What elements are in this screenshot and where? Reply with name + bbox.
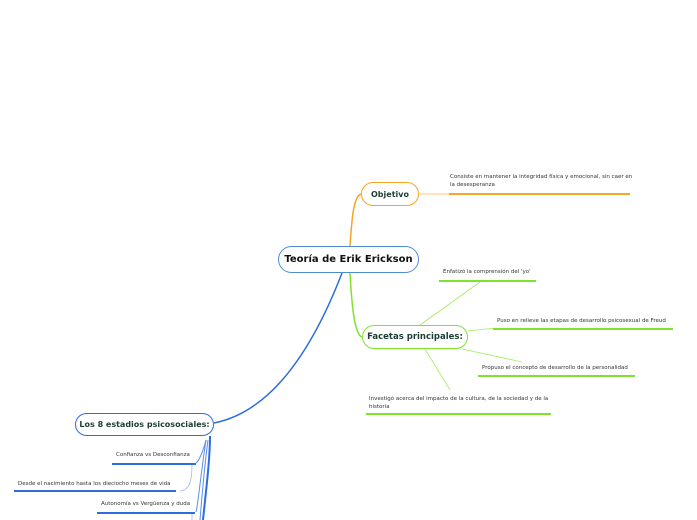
facetas-leaf-1-text: Enfatizó la comprensión del 'yo' (443, 269, 531, 275)
estadio-confianza-underline (112, 463, 196, 465)
facetas-leaf-1[interactable]: Enfatizó la comprensión del 'yo' (443, 269, 563, 277)
facetas-leaf-4[interactable]: Investigó acerca del impacto de la cultu… (369, 396, 554, 411)
estadio-autonomia[interactable]: Autonomía vs Vergüenza y duda (101, 501, 201, 509)
facetas-leaf-2[interactable]: Puso en relieve las etapas de desarrollo… (497, 318, 687, 326)
estadio-confianza[interactable]: Confianza vs Desconfianza (116, 452, 206, 460)
facetas-leaf-3[interactable]: Propuso el concepto de desarrollo de la … (482, 365, 662, 373)
estadio-confianza-detail[interactable]: Desde el nacimiento hasta los dieciocho … (18, 481, 198, 489)
topic-8-estadios[interactable]: Los 8 estadios psicosociales: (75, 413, 214, 436)
facetas-leaf-1-underline (439, 280, 536, 282)
topic-objetivo-label: Objetivo (371, 189, 409, 199)
topic-objetivo[interactable]: Objetivo (361, 182, 419, 206)
facetas-leaf-3-text: Propuso el concepto de desarrollo de la … (482, 365, 628, 371)
facetas-leaf-3-underline (478, 375, 635, 377)
estadio-autonomia-text: Autonomía vs Vergüenza y duda (101, 501, 191, 507)
objetivo-leaf-underline (449, 193, 630, 195)
estadio-autonomia-underline (97, 512, 195, 514)
objetivo-leaf[interactable]: Consiste en mantener la integridad físic… (450, 174, 635, 189)
objetivo-leaf-text: Consiste en mantener la integridad físic… (450, 174, 633, 188)
estadio-confianza-detail-underline (14, 490, 176, 492)
estadio-confianza-text: Confianza vs Desconfianza (116, 452, 190, 458)
topic-estadios-label: Los 8 estadios psicosociales: (79, 420, 210, 429)
topic-facetas-principales[interactable]: Facetas principales: (362, 325, 468, 349)
facetas-leaf-4-underline (366, 413, 551, 415)
facetas-leaf-2-text: Puso en relieve las etapas de desarrollo… (497, 318, 666, 324)
estadio-confianza-detail-text: Desde el nacimiento hasta los dieciocho … (18, 481, 171, 487)
facetas-leaf-2-underline (493, 328, 673, 330)
topic-facetas-label: Facetas principales: (367, 332, 463, 342)
facetas-leaf-4-text: Investigó acerca del impacto de la cultu… (369, 396, 549, 410)
central-topic[interactable]: Teoría de Erik Erickson (278, 246, 419, 273)
central-topic-label: Teoría de Erik Erickson (284, 254, 413, 265)
